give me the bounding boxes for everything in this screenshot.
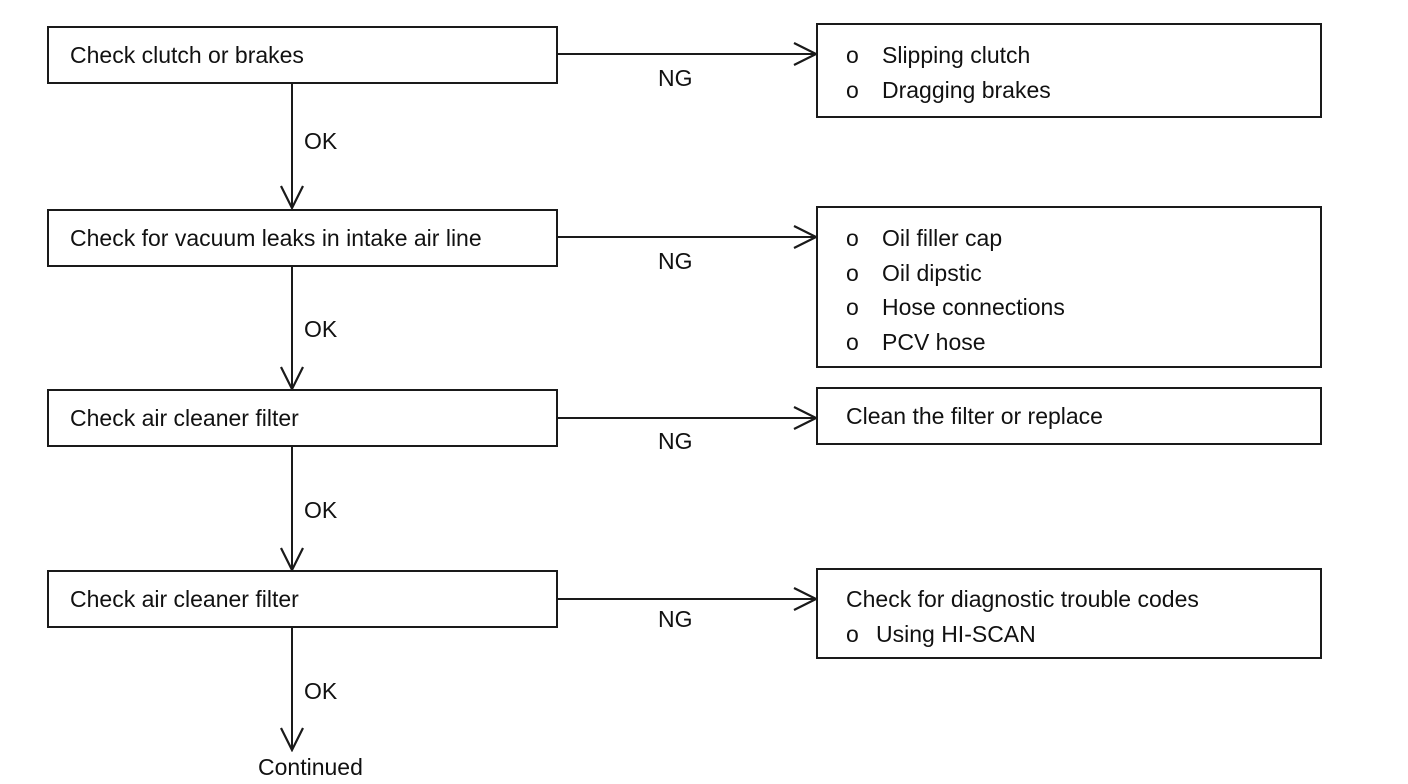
check-box-3: Check air cleaner filter [47, 389, 558, 447]
continued-label: Continued [258, 754, 363, 780]
bullet-text: Hose connections [882, 294, 1065, 320]
bullet-marker: o [846, 328, 859, 355]
bullet-marker: o [846, 294, 859, 320]
check-text: Check air cleaner filter [70, 404, 299, 431]
ok-label: OK [304, 678, 338, 704]
result-bullet: o Hose connections [846, 290, 1320, 325]
result-bullet: o Dragging brakes [846, 73, 1320, 108]
result-box-3: Clean the filter or replace [816, 387, 1322, 445]
check-text: Check for vacuum leaks in intake air lin… [70, 224, 482, 251]
result-box-4: Check for diagnostic trouble codes o Usin… [816, 568, 1322, 659]
result-heading: Clean the filter or replace [846, 402, 1103, 429]
ng-label: NG [658, 606, 693, 632]
bullet-marker: o [846, 225, 859, 251]
bullet-marker: o [846, 259, 859, 286]
bullet-text: Oil dipstic [882, 259, 982, 286]
result-bullet: o Oil filler cap [846, 221, 1320, 256]
bullet-text: Oil filler cap [882, 225, 1003, 251]
result-bullet: o PCV hose [846, 325, 1320, 360]
result-bullet: o Using HI-SCAN [846, 617, 1320, 652]
check-box-1: Check clutch or brakes [47, 26, 558, 84]
check-box-4: Check air cleaner filter [47, 570, 558, 628]
bullet-text: Slipping clutch [882, 42, 1031, 68]
bullet-marker: o [846, 76, 859, 103]
result-bullet: o Oil dipstic [846, 256, 1320, 291]
check-text: Check clutch or brakes [70, 41, 304, 68]
ok-label: OK [304, 316, 338, 342]
bullet-marker: o [846, 42, 859, 68]
result-heading: Check for diagnostic trouble codes [846, 586, 1199, 612]
check-text: Check air cleaner filter [70, 585, 299, 612]
bullet-text: PCV hose [882, 328, 986, 355]
result-bullet: o Slipping clutch [846, 38, 1320, 73]
ok-label: OK [304, 497, 338, 523]
ng-label: NG [658, 65, 693, 91]
bullet-text: Using HI-SCAN [876, 620, 1036, 647]
bullet-marker: o [846, 620, 859, 647]
ok-label: OK [304, 128, 338, 154]
ng-label: NG [658, 248, 693, 274]
ng-label: NG [658, 428, 693, 454]
bullet-text: Dragging brakes [882, 76, 1051, 103]
check-box-2: Check for vacuum leaks in intake air lin… [47, 209, 558, 267]
